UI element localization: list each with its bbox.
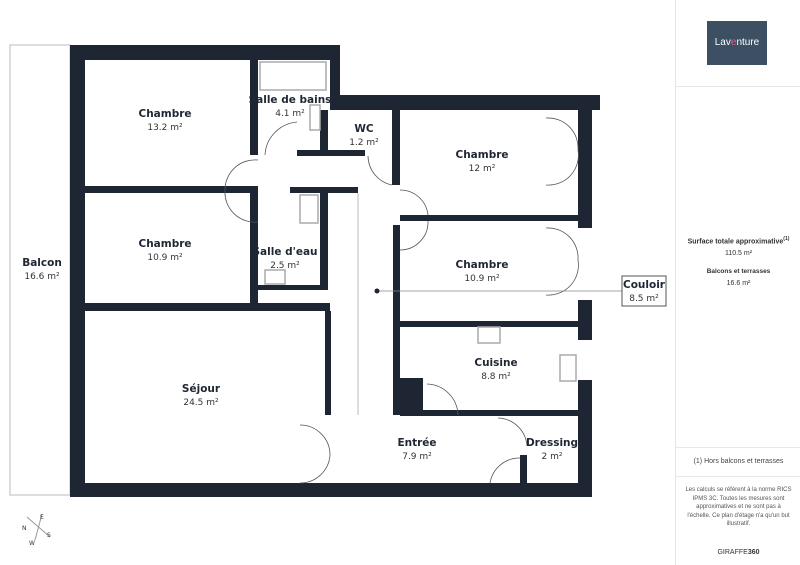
svg-text:N: N <box>22 525 27 532</box>
total-surface-value: 110.5 m² <box>724 250 753 257</box>
room-name: Dressing <box>526 437 578 449</box>
room-name: Chambre <box>138 238 191 250</box>
room-name: Séjour <box>182 383 221 395</box>
floor-plan: Chambre 13.2 m² Salle de bains 4.1 m² WC… <box>9 44 667 547</box>
fixtures <box>259 61 577 415</box>
room-area: 24.5 m² <box>183 398 219 408</box>
room-area: 16.6 m² <box>24 272 60 282</box>
room-area: 2.5 m² <box>270 261 300 271</box>
balcony-label: Balcons et terrasses <box>706 268 771 275</box>
footnote: (1) Hors balcons et terrasses <box>693 458 784 465</box>
room-name: Chambre <box>138 108 191 120</box>
room-area: 8.5 m² <box>629 294 659 304</box>
room-area: 8.8 m² <box>481 372 511 382</box>
room-area: 10.9 m² <box>464 274 500 284</box>
doors <box>224 117 579 484</box>
room-area: 7.9 m² <box>402 452 432 462</box>
svg-text:W: W <box>29 540 35 547</box>
room-name: Chambre <box>455 259 508 271</box>
room-name: Entrée <box>397 437 436 449</box>
room-area: 13.2 m² <box>147 123 183 133</box>
room-area: 2 m² <box>542 452 563 462</box>
logo: Laventure <box>707 21 767 65</box>
brand: GIRAFFE360 <box>717 549 760 556</box>
disclaimer: Les calculs se réfèrent à la norme RICS … <box>685 487 792 527</box>
room-name: Balcon <box>22 257 62 269</box>
room-name: Cuisine <box>474 357 517 369</box>
balcony-value: 16.6 m² <box>726 280 751 287</box>
compass: N E S W <box>22 513 51 547</box>
room-area: 4.1 m² <box>275 109 305 119</box>
info-panel: Laventure Surface totale approximative(1… <box>675 0 800 565</box>
room-name: Salle d'eau <box>252 246 317 258</box>
walls <box>70 45 600 497</box>
svg-text:S: S <box>47 532 51 539</box>
couloir-marker <box>374 288 380 294</box>
room-labels: Chambre 13.2 m² Salle de bains 4.1 m² WC… <box>22 94 666 462</box>
couloir-label-box <box>621 275 667 307</box>
balcony-outline <box>9 44 71 496</box>
room-name: WC <box>354 123 374 135</box>
room-area: 10.9 m² <box>147 253 183 263</box>
room-name: Salle de bains <box>249 94 332 106</box>
svg-text:E: E <box>40 514 44 521</box>
room-name: Chambre <box>455 149 508 161</box>
room-name: Couloir <box>623 279 666 291</box>
total-surface-label: Surface totale approximative(1) <box>687 236 790 246</box>
room-area: 12 m² <box>469 164 496 174</box>
room-area: 1.2 m² <box>349 138 379 148</box>
